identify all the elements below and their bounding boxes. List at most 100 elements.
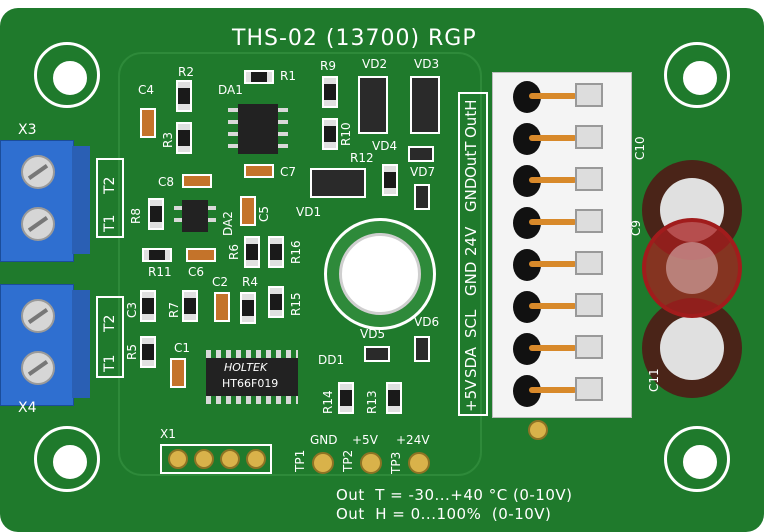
resistor-r5 xyxy=(140,336,156,368)
designator-da2: DA2 xyxy=(221,211,235,236)
designator-r7: R7 xyxy=(167,302,181,318)
pin-label-outh: OutH xyxy=(462,99,480,138)
resistor-r13 xyxy=(386,382,402,414)
resistor-r14 xyxy=(338,382,354,414)
resistor-c3-area xyxy=(140,290,156,322)
designator-r8: R8 xyxy=(129,208,143,224)
terminal-label-t2: T2 xyxy=(102,314,118,332)
designator-vd7: VD7 xyxy=(410,165,436,179)
designator-r9: R9 xyxy=(320,59,336,73)
test-point-tp2[interactable] xyxy=(360,452,382,474)
pad xyxy=(528,420,548,440)
designator-dd1: DD1 xyxy=(318,353,345,367)
capacitor-c8 xyxy=(182,174,212,188)
terminal-screw[interactable] xyxy=(21,155,55,189)
diode-vd6 xyxy=(414,336,430,362)
test-point-tp3[interactable] xyxy=(408,452,430,474)
diode-vd5 xyxy=(364,346,390,362)
diode-vd2 xyxy=(358,76,388,134)
designator-c2: C2 xyxy=(212,275,229,289)
resistor-r7 xyxy=(182,290,198,322)
header-x1 xyxy=(160,444,272,474)
header-pin[interactable] xyxy=(220,449,240,469)
mounting-hole-bottom-right xyxy=(664,426,730,492)
designator-c10: C10 xyxy=(633,136,647,160)
pin-label-sda: SDA xyxy=(462,346,480,378)
mounting-hole-top-left xyxy=(34,42,100,108)
terminal-label-t1: T1 xyxy=(102,214,118,232)
sensor-hole xyxy=(324,218,436,330)
resistor-r11 xyxy=(142,248,172,262)
designator-r15: R15 xyxy=(289,292,303,316)
header-pin[interactable] xyxy=(194,449,214,469)
resistor-r4 xyxy=(240,292,256,324)
test-point-tp3-ref: TP3 xyxy=(389,451,403,474)
designator-vd4: VD4 xyxy=(372,139,398,153)
designator-x3: X3 xyxy=(18,122,37,138)
designator-x4: X4 xyxy=(18,400,37,416)
board-title: THS-02 (13700) RGP xyxy=(232,26,477,51)
mounting-hole-top-right xyxy=(664,42,730,108)
designator-r10: R10 xyxy=(339,122,353,146)
diode-vd1 xyxy=(310,168,366,198)
terminal-screw[interactable] xyxy=(21,351,55,385)
terminal-block-x3 xyxy=(0,140,74,262)
diode-vd3 xyxy=(410,76,440,134)
capacitor-c5 xyxy=(240,196,256,226)
designator-r5: R5 xyxy=(125,344,139,360)
resistor-r8 xyxy=(148,198,164,230)
capacitor-c7 xyxy=(244,164,274,178)
silkscreen-outline xyxy=(118,52,482,476)
designator-c5: C5 xyxy=(257,205,271,222)
designator-vd3: VD3 xyxy=(414,57,440,71)
designator-vd1: VD1 xyxy=(296,205,322,219)
test-point-tp1-ref: TP1 xyxy=(293,449,307,472)
terminal-block-x4 xyxy=(0,284,74,406)
capacitor-c2 xyxy=(214,292,230,322)
test-point-tp3-label: +24V xyxy=(396,433,430,447)
terminal-label-t2: T2 xyxy=(102,176,118,194)
resistor-r6 xyxy=(244,236,260,268)
terminal-label-t1: T1 xyxy=(102,354,118,372)
designator-r16: R16 xyxy=(289,240,303,264)
pin-label-scl: SCL xyxy=(462,309,480,338)
resistor-r1 xyxy=(244,70,274,84)
designator-c9: C9 xyxy=(629,219,643,236)
terminal-label-box: T2 T1 xyxy=(96,158,124,238)
resistor-r16 xyxy=(268,236,284,268)
pin-label-gnd: GND xyxy=(462,261,480,296)
designator-r2: R2 xyxy=(178,65,194,79)
mounting-hole-bottom-left xyxy=(34,426,100,492)
terminal-screw[interactable] xyxy=(21,299,55,333)
terminal-screw[interactable] xyxy=(21,207,55,241)
designator-c7: C7 xyxy=(280,165,297,179)
designator-r12: R12 xyxy=(350,151,374,165)
designator-r4: R4 xyxy=(242,275,258,289)
pin-label-24v: 24V xyxy=(462,226,480,256)
test-point-tp2-ref: TP2 xyxy=(341,449,355,472)
resistor-r3 xyxy=(176,122,192,154)
test-point-tp1-label: GND xyxy=(310,433,338,447)
capacitor-c6 xyxy=(186,248,216,262)
resistor-r10 xyxy=(322,118,338,150)
ic-da2 xyxy=(182,200,208,232)
test-point-tp1[interactable] xyxy=(312,452,334,474)
capacitor-c1 xyxy=(170,358,186,388)
designator-r13: R13 xyxy=(365,390,379,414)
connector-label-frame xyxy=(458,92,488,416)
pin-label-5v: +5V xyxy=(462,379,480,412)
designator-c1: C1 xyxy=(174,341,191,355)
capacitor-c9 xyxy=(642,218,742,318)
header-pin[interactable] xyxy=(168,449,188,469)
designator-vd6: VD6 xyxy=(414,315,440,329)
resistor-r12-part xyxy=(382,164,398,196)
designator-r6: R6 xyxy=(227,244,241,260)
resistor-r15 xyxy=(268,286,284,318)
ic-dd1: HOLTEK HT66F019 xyxy=(206,358,298,396)
pin-label-outt: OutT xyxy=(462,141,480,178)
footer-line-1: Out T = -30...+40 °C (0-10V) xyxy=(336,486,573,504)
connector-strip xyxy=(492,72,632,418)
diode-vd4 xyxy=(408,146,434,162)
header-pin[interactable] xyxy=(246,449,266,469)
designator-c4: C4 xyxy=(138,83,155,97)
